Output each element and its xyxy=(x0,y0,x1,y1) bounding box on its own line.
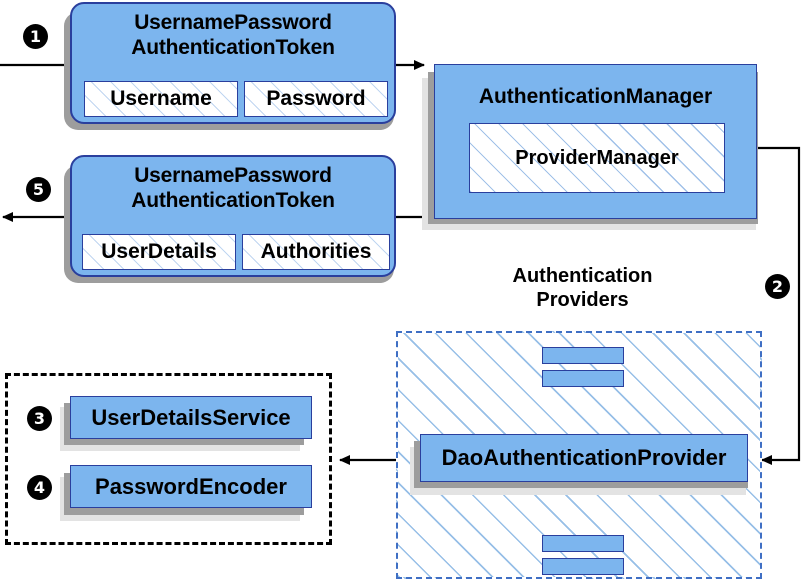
authentication-providers-title: Authentication Providers xyxy=(512,265,653,311)
request-token-slot-username[interactable]: Username xyxy=(84,81,238,117)
response-token-slot-userdetails[interactable]: UserDetails xyxy=(82,234,236,270)
step-badge-2: 2 xyxy=(765,274,790,299)
connector-step2 xyxy=(757,146,801,465)
request-token-slot-password[interactable]: Password xyxy=(244,81,388,117)
provider-placeholder-top-2[interactable] xyxy=(542,370,624,387)
provider-placeholder-top-1[interactable] xyxy=(542,347,624,364)
user-details-service[interactable]: UserDetailsService xyxy=(70,396,312,439)
response-token-slot-authorities[interactable]: Authorities xyxy=(242,234,390,270)
response-token[interactable]: UsernamePassword AuthenticationToken Use… xyxy=(70,155,396,277)
authentication-manager-label: AuthenticationManager xyxy=(478,85,713,108)
request-token[interactable]: UsernamePassword AuthenticationToken Use… xyxy=(70,2,396,124)
password-encoder[interactable]: PasswordEncoder xyxy=(70,465,312,508)
provider-placeholder-bottom-1[interactable] xyxy=(542,535,624,552)
step-badge-3: 3 xyxy=(27,406,52,431)
provider-manager[interactable]: ProviderManager xyxy=(469,123,725,193)
step-badge-5: 5 xyxy=(26,177,51,202)
request-token-title: UsernamePassword AuthenticationToken xyxy=(131,11,335,59)
authentication-manager[interactable]: AuthenticationManager ProviderManager xyxy=(434,64,757,219)
response-token-title: UsernamePassword AuthenticationToken xyxy=(131,164,335,212)
dao-authentication-provider[interactable]: DaoAuthenticationProvider xyxy=(420,434,748,482)
step-badge-4: 4 xyxy=(27,475,52,500)
collaborators-group xyxy=(5,373,332,545)
step-badge-1: 1 xyxy=(23,24,48,49)
provider-placeholder-bottom-2[interactable] xyxy=(542,558,624,575)
